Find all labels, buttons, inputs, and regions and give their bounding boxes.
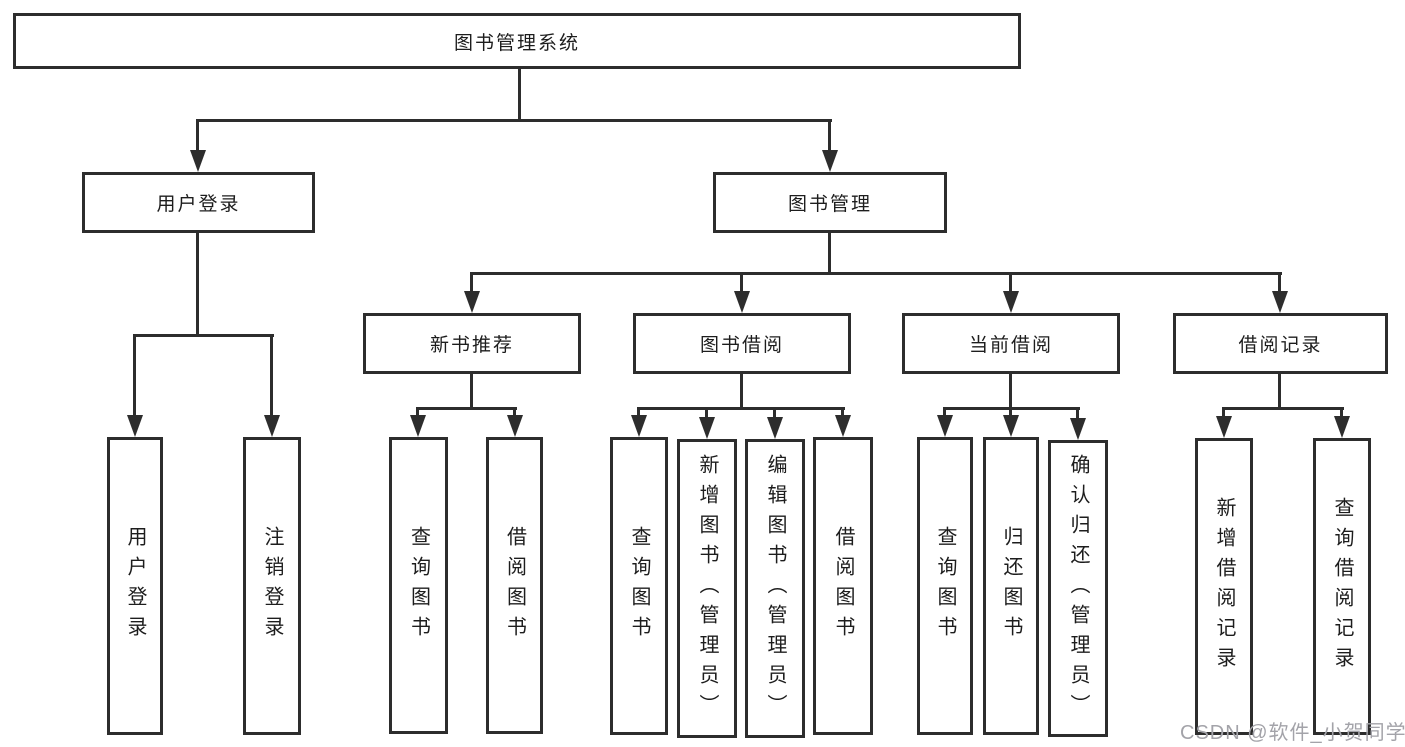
connector-line [513, 407, 516, 421]
node-br-query-record: 查询借阅记录 [1313, 438, 1371, 735]
connector-line [773, 407, 776, 423]
node-nbr-query-books: 查询图书 [389, 437, 448, 734]
connector-line [416, 407, 419, 421]
watermark: CSDN @软件_小贺同学 [1180, 722, 1405, 744]
connector-line [1009, 407, 1012, 421]
arrow-down-icon [1003, 415, 1019, 437]
node-bb-query-books: 查询图书 [610, 437, 668, 735]
node-bb-borrow-books: 借阅图书 [813, 437, 873, 735]
arrow-down-icon [734, 291, 750, 313]
node-cb-query-books: 查询图书 [917, 437, 973, 735]
arrow-down-icon [631, 415, 647, 437]
connector-line [470, 272, 473, 295]
connector-line [637, 407, 845, 410]
arrow-down-icon [835, 415, 851, 437]
node-user-login-leaf: 用户登录 [107, 437, 163, 735]
connector-line [740, 372, 743, 410]
connector-line [1009, 272, 1012, 295]
arrow-down-icon [264, 415, 280, 437]
arrow-down-icon [1272, 291, 1288, 313]
connector-line [196, 231, 199, 337]
connector-line [518, 67, 521, 122]
node-new-book-recommendation: 新书推荐 [363, 313, 581, 374]
arrow-down-icon [1070, 418, 1086, 440]
connector-line [196, 119, 832, 122]
connector-line [1340, 407, 1343, 422]
node-nbr-borrow-books: 借阅图书 [486, 437, 543, 734]
connector-line [470, 372, 473, 410]
arrow-down-icon [507, 415, 523, 437]
connector-line [1076, 407, 1079, 424]
arrow-down-icon [1003, 291, 1019, 313]
node-logout: 注销登录 [243, 437, 301, 735]
connector-line [470, 272, 1282, 275]
connector-line [270, 334, 273, 419]
arrow-down-icon [937, 415, 953, 437]
connector-line [133, 334, 136, 419]
connector-line [196, 119, 199, 155]
node-bb-edit-books-admin: 编辑图书（管理员） [745, 439, 805, 738]
arrow-down-icon [190, 150, 206, 172]
arrow-down-icon [1334, 416, 1350, 438]
connector-line [416, 407, 517, 410]
connector-line [841, 407, 844, 421]
node-bb-add-books-admin: 新增图书（管理员） [677, 439, 737, 738]
connector-line [1222, 407, 1225, 422]
node-library-management-system: 图书管理系统 [13, 13, 1021, 69]
arrow-down-icon [127, 415, 143, 437]
node-br-add-record: 新增借阅记录 [1195, 438, 1253, 735]
connector-line [1009, 372, 1012, 410]
arrow-down-icon [464, 291, 480, 313]
arrow-down-icon [699, 417, 715, 439]
connector-line [1278, 272, 1281, 295]
node-cb-return-books: 归还图书 [983, 437, 1039, 735]
connector-line [705, 407, 708, 423]
node-user-login: 用户登录 [82, 172, 315, 233]
node-borrowing-records: 借阅记录 [1173, 313, 1388, 374]
node-book-management: 图书管理 [713, 172, 947, 233]
arrow-down-icon [822, 150, 838, 172]
arrow-down-icon [410, 415, 426, 437]
node-cb-confirm-return-admin: 确认归还（管理员） [1048, 440, 1108, 737]
connector-line [637, 407, 640, 421]
connector-line [943, 407, 946, 421]
node-current-borrowing: 当前借阅 [902, 313, 1120, 374]
connector-line [828, 231, 831, 275]
node-book-borrowing: 图书借阅 [633, 313, 851, 374]
arrow-down-icon [1216, 416, 1232, 438]
connector-line [1278, 372, 1281, 410]
connector-line [828, 119, 831, 155]
connector-line [740, 272, 743, 295]
connector-line [1222, 407, 1344, 410]
arrow-down-icon [767, 417, 783, 439]
connector-line [133, 334, 274, 337]
